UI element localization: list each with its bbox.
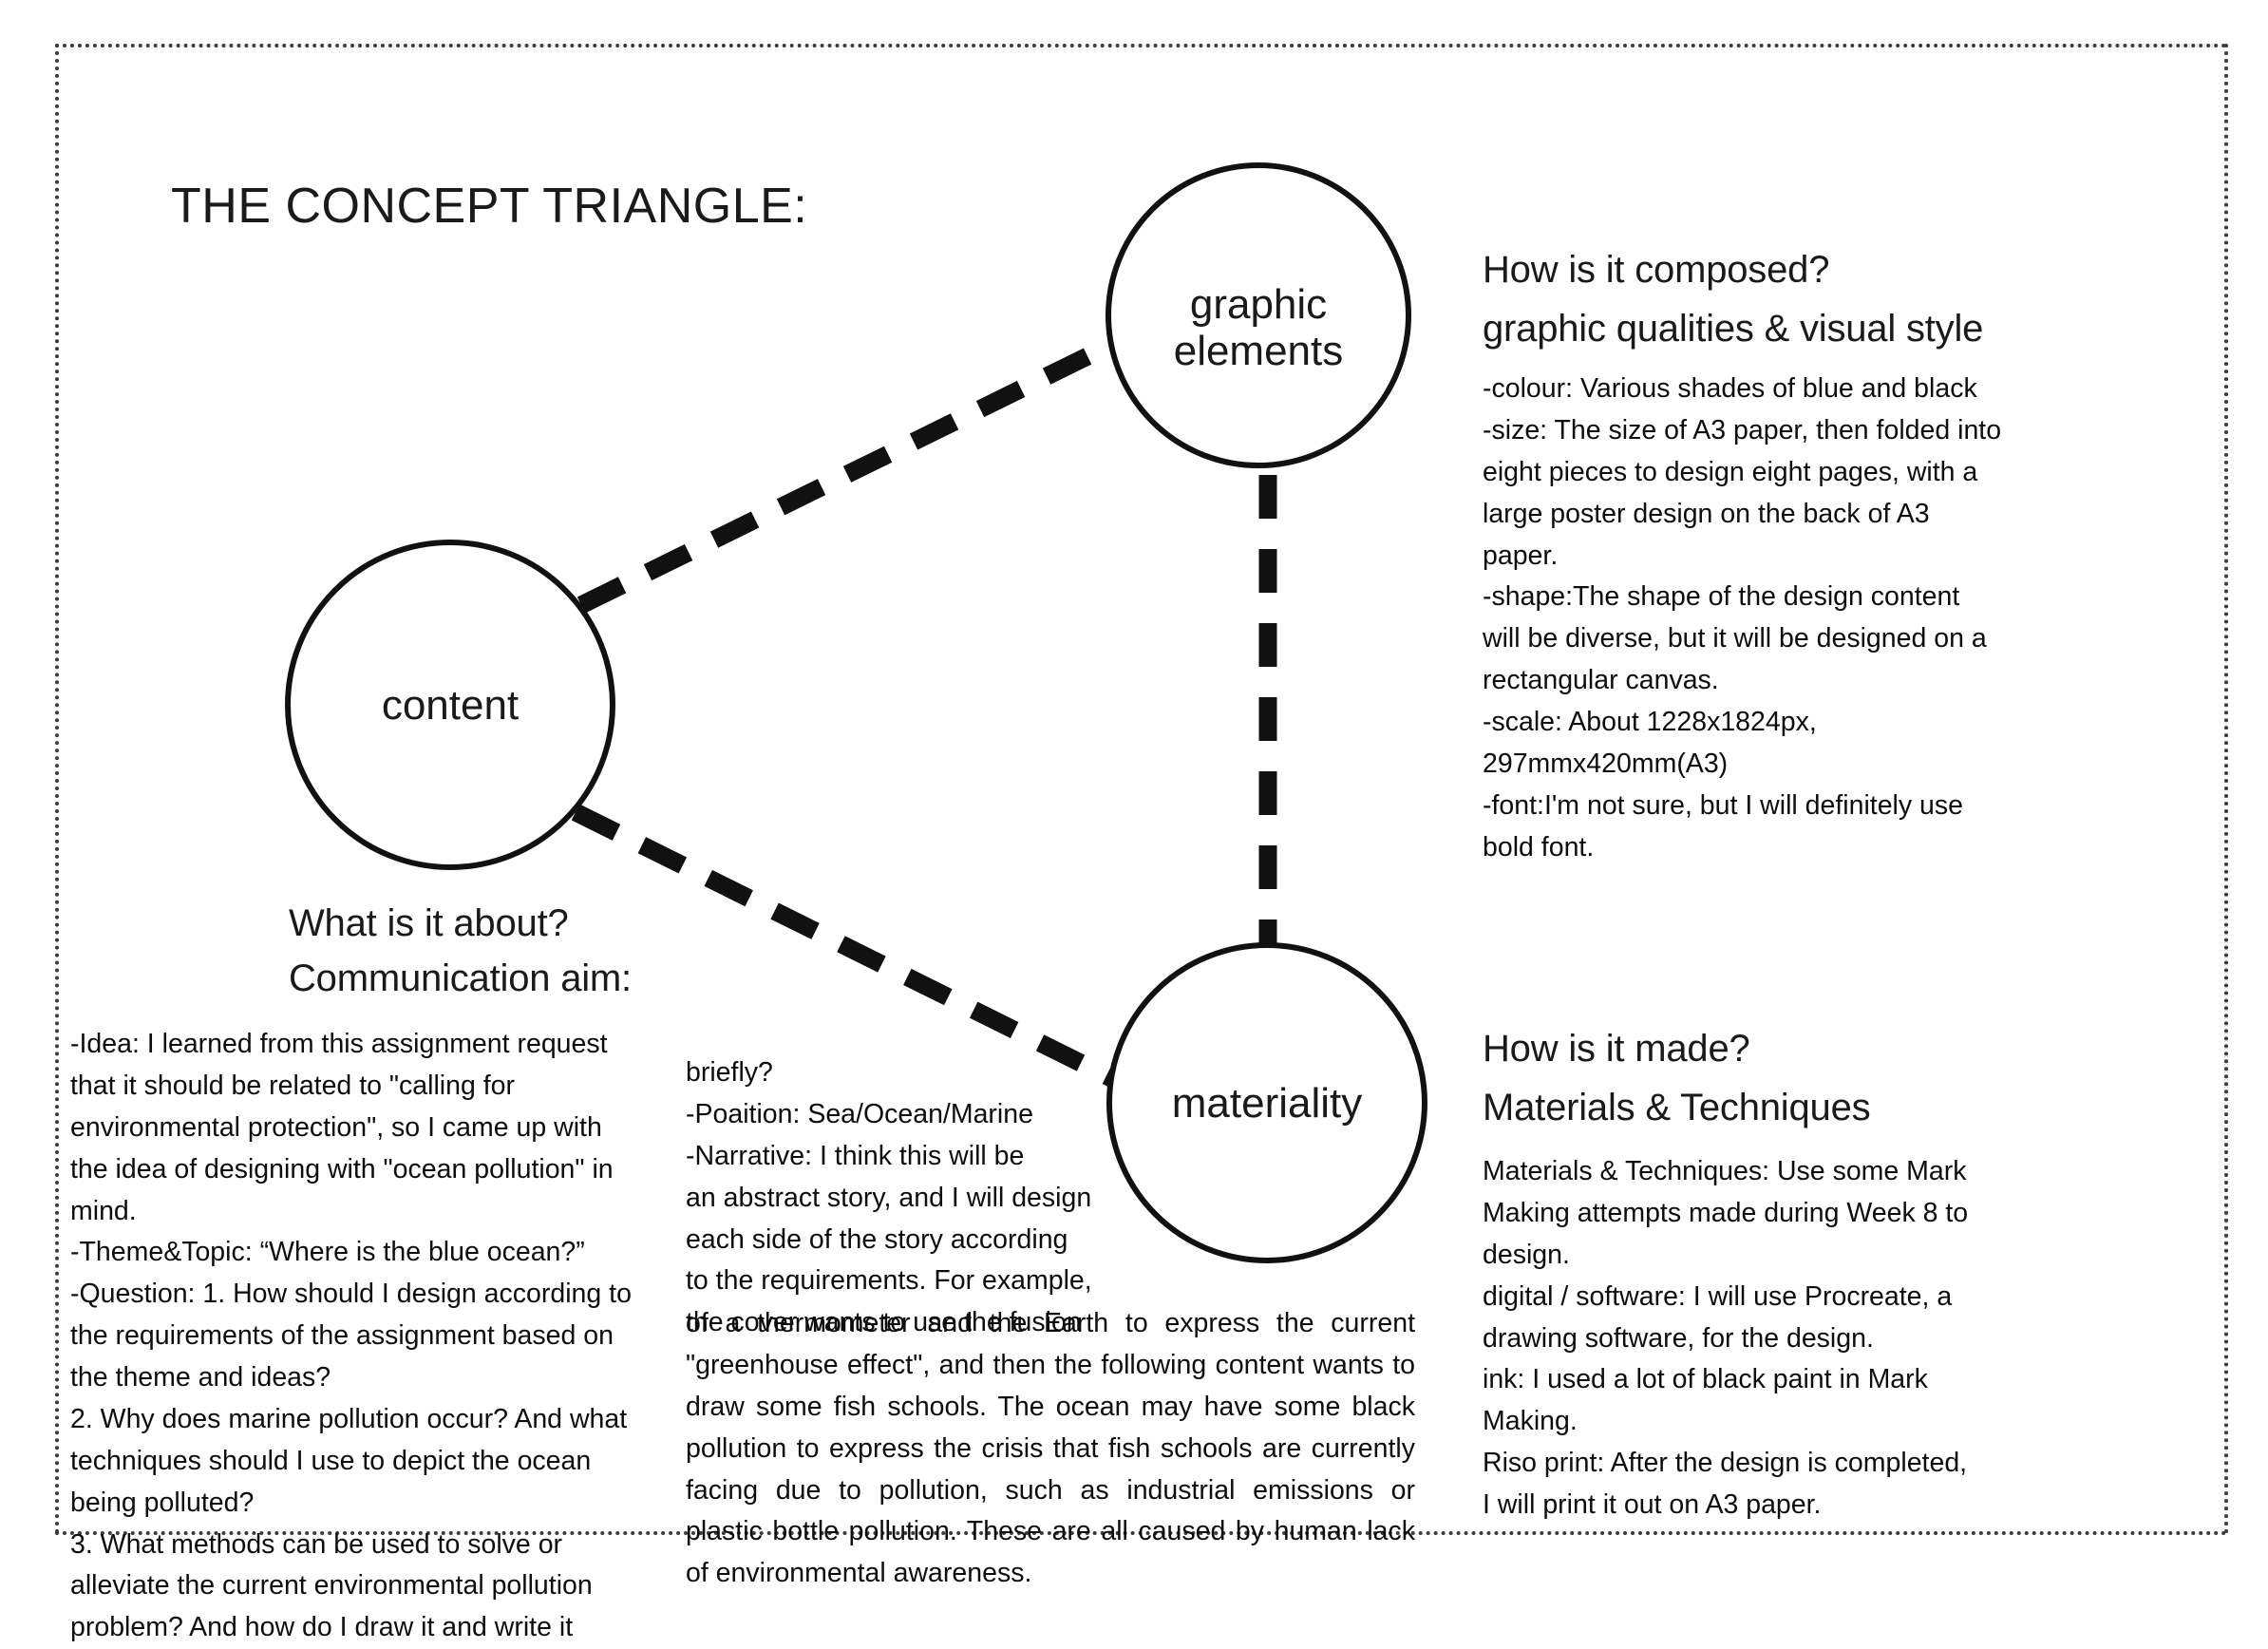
node-label-content: content (381, 682, 520, 729)
node-label-graphic-elements-line1: graphic (1189, 281, 1328, 328)
content-heading-question: What is it about? (289, 902, 569, 944)
materiality-heading-sub: Materials & Techniques (1483, 1087, 1871, 1128)
edge-content-to-graphic-elements (576, 326, 1137, 614)
node-circle-materiality[interactable] (1106, 942, 1427, 1263)
content-heading-sub: Communication aim: (289, 957, 632, 999)
page-title: THE CONCEPT TRIANGLE: (171, 179, 808, 234)
node-label-materiality: materiality (1171, 1080, 1363, 1127)
graphic-elements-heading-question: How is it composed? (1483, 249, 1830, 291)
content-middle-text-justified: of a thermometer and the Earth to expres… (686, 1308, 1423, 1589)
content-middle-text-top: briefly? -Poaition: Sea/Ocean/Marine -Na… (686, 1057, 1092, 1338)
edge-content-to-materiality (571, 804, 1125, 1091)
node-circle-graphic-elements[interactable] (1106, 162, 1411, 468)
content-left-text: -Idea: I learned from this assignment re… (70, 1029, 632, 1643)
node-circle-content[interactable] (285, 540, 615, 870)
graphic-elements-text: -colour: Various shades of blue and blac… (1483, 373, 2002, 862)
graphic-elements-heading-sub: graphic qualities & visual style (1483, 308, 1984, 350)
concept-triangle-graphic (285, 162, 1427, 1263)
materiality-text: Materials & Techniques: Use some Mark Ma… (1483, 1156, 1969, 1520)
materiality-heading-question: How is it made? (1483, 1028, 1750, 1070)
node-label-graphic-elements-line2: elements (1173, 328, 1344, 375)
